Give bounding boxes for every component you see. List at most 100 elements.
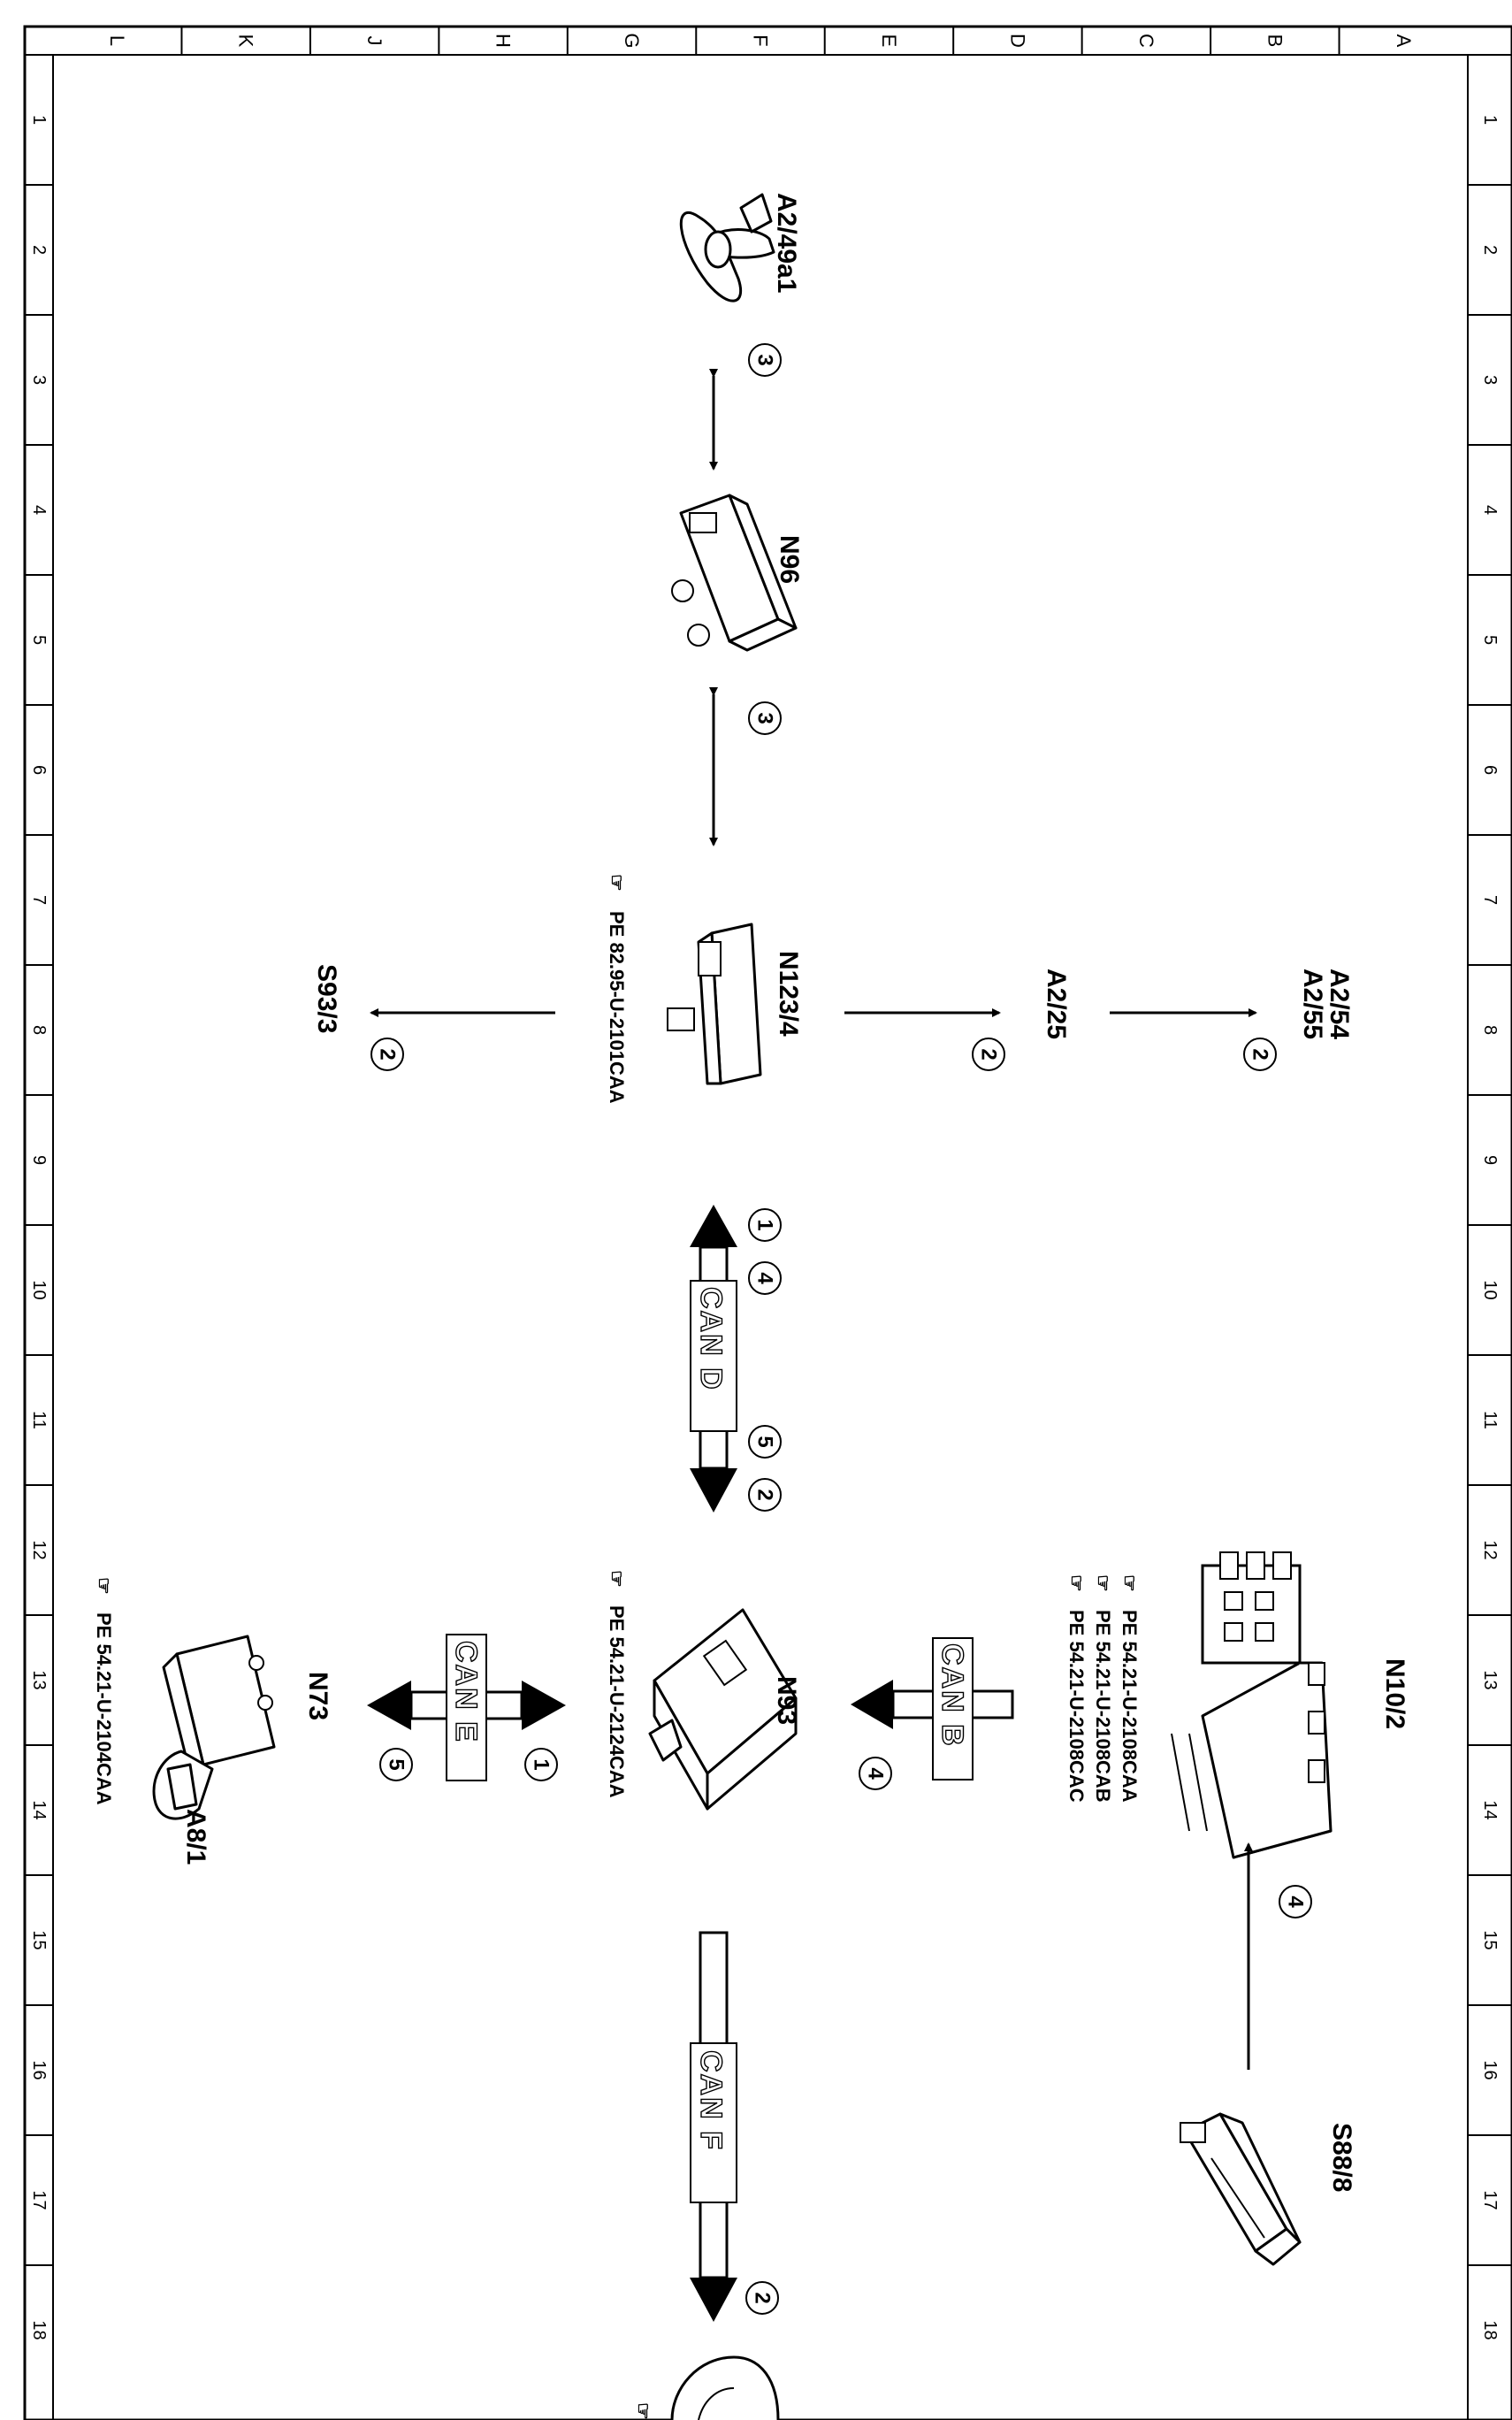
bus-can-b: CAN B: [851, 1637, 1014, 1781]
grid-number-right-18: 18: [1480, 2320, 1500, 2340]
grid-number-left-4: 4: [29, 505, 49, 515]
signal-can-f: 2: [745, 2281, 779, 2315]
label-a2-49a1: A2/49a1: [772, 193, 801, 293]
grid-letter-a: A: [1393, 34, 1415, 48]
signal-can-d-top-a: 1: [748, 1208, 782, 1242]
label-n93: N93: [772, 1676, 801, 1725]
grid-number-right-14: 14: [1480, 1800, 1500, 1819]
svg-text:☞: ☞: [93, 1577, 115, 1595]
svg-text:PE 54.21-U-2108CAC: PE 54.21-U-2108CAC: [1065, 1610, 1088, 1803]
svg-text:2: 2: [977, 1048, 1001, 1060]
grid-number-left-10: 10: [29, 1280, 49, 1299]
label-a2-25: A2/25: [1042, 969, 1071, 1039]
grid-number-right-12: 12: [1480, 1540, 1500, 1559]
frame-outer: [23, 25, 1512, 2420]
grid-number-left-6: 6: [29, 765, 49, 775]
bus-label-can-e: CAN E: [449, 1641, 483, 1743]
signal-can-b: 4: [859, 1757, 892, 1790]
grid-number-right-13: 13: [1480, 1670, 1500, 1689]
svg-text:☞: ☞: [1119, 1574, 1141, 1592]
bus-can-f: CAN F: [690, 1931, 737, 2322]
grid-letter-j: J: [363, 36, 386, 46]
svg-text:☞: ☞: [606, 1570, 628, 1588]
grid-number-left-14: 14: [29, 1800, 49, 1819]
svg-text:3: 3: [753, 712, 777, 724]
grid-number-left-2: 2: [29, 245, 49, 255]
grid-number-left-15: 15: [29, 1930, 49, 1949]
signal-n123-4-s93-3: 2: [370, 1038, 404, 1071]
grid-letter-e: E: [878, 34, 900, 48]
module-n123-4: [667, 923, 762, 1085]
grid-number-left-1: 1: [29, 115, 49, 125]
grid-number-right-2: 2: [1480, 245, 1500, 255]
bus-label-can-d: CAN D: [694, 1287, 728, 1391]
grid-number-right-3: 3: [1480, 375, 1500, 385]
label-s88-8: S88/8: [1327, 2123, 1356, 2192]
ref-n123-4: ☞ PE 82.95-U-2101CAA: [606, 874, 628, 1104]
svg-text:PE 54.21-U-2108CAB: PE 54.21-U-2108CAB: [1092, 1610, 1114, 1803]
label-s93-3: S93/3: [312, 964, 341, 1033]
label-a2-54: A2/54: [1325, 969, 1354, 1039]
signal-can-d-bottom-b: 2: [748, 1478, 782, 1512]
svg-text:☞: ☞: [1065, 1574, 1088, 1592]
svg-text:PE 82.95-U-2101CAA: PE 82.95-U-2101CAA: [606, 911, 628, 1104]
grid-number-right-11: 11: [1480, 1411, 1500, 1429]
svg-text:1: 1: [530, 1758, 554, 1770]
grid-number-left-7: 7: [29, 895, 49, 905]
grid-number-right-8: 8: [1480, 1025, 1500, 1035]
svg-text:PE 54.21-U-2104CAA: PE 54.21-U-2104CAA: [93, 1612, 115, 1805]
grid-number-right-4: 4: [1480, 505, 1500, 515]
signal-n123-4-a2-54: 2: [1243, 1038, 1277, 1071]
svg-text:2: 2: [376, 1048, 400, 1060]
module-n10-2: [1171, 1551, 1333, 1859]
grid-letter-b: B: [1264, 34, 1286, 48]
svg-text:5: 5: [753, 1436, 777, 1447]
module-n96: [671, 494, 798, 652]
grid-number-left-16: 16: [29, 2060, 49, 2079]
bus-label-can-b: CAN B: [935, 1643, 969, 1748]
grid-number-left-12: 12: [29, 1540, 49, 1559]
module-n93: [648, 1608, 798, 1811]
grid-letter-d: D: [1006, 34, 1028, 48]
grid-number-right-6: 6: [1480, 765, 1500, 775]
svg-text:PE 54.21-U-2124CAA: PE 54.21-U-2124CAA: [606, 1605, 628, 1798]
svg-text:2: 2: [1249, 1048, 1272, 1060]
grid-letter-f: F: [750, 34, 772, 46]
signal-can-e-left: 5: [379, 1748, 413, 1781]
grid-number-left-11: 11: [29, 1411, 49, 1429]
label-a8-1: A8/1: [181, 1809, 210, 1865]
signal-can-e-right: 1: [524, 1748, 558, 1781]
grid-number-left-5: 5: [29, 635, 49, 645]
svg-text:4: 4: [1284, 1895, 1308, 1908]
svg-text:1: 1: [753, 1219, 777, 1230]
grid-letter-g: G: [621, 33, 643, 48]
grid-number-right-7: 7: [1480, 895, 1500, 905]
label-n73: N73: [303, 1672, 332, 1720]
grid-number-right-15: 15: [1480, 1930, 1500, 1949]
grid-number-left-18: 18: [29, 2320, 49, 2340]
signal-can-d-top-b: 4: [748, 1261, 782, 1295]
label-n96: N96: [775, 535, 804, 584]
grid-number-left-9: 9: [29, 1155, 49, 1165]
grid-letter-h: H: [493, 34, 515, 48]
svg-text:PE 54.21-U-2108CAA: PE 54.21-U-2108CAA: [1119, 1610, 1141, 1803]
svg-text:3: 3: [753, 354, 777, 365]
grid-letter-c: C: [1135, 34, 1157, 48]
grid-number-right-10: 10: [1480, 1280, 1500, 1299]
grid-number-left-3: 3: [29, 375, 49, 385]
grid-number-right-9: 9: [1480, 1155, 1500, 1165]
signal-n96-n123-4: 3: [748, 701, 782, 735]
grid-letter-l: L: [106, 35, 128, 46]
svg-text:☞: ☞: [606, 874, 628, 892]
signal-n123-4-a2-25: 2: [972, 1038, 1005, 1071]
grid-number-left-17: 17: [29, 2190, 49, 2209]
ref-n93: ☞ PE 54.21-U-2124CAA: [606, 1570, 628, 1798]
signal-s88-8-n10-2: 4: [1279, 1885, 1312, 1918]
label-a2-55: A2/55: [1298, 969, 1327, 1039]
signal-can-d-bottom-a: 5: [748, 1425, 782, 1459]
antenna-a2-49a1: [679, 193, 775, 302]
svg-text:4: 4: [753, 1272, 777, 1284]
grid-number-right-16: 16: [1480, 2060, 1500, 2079]
